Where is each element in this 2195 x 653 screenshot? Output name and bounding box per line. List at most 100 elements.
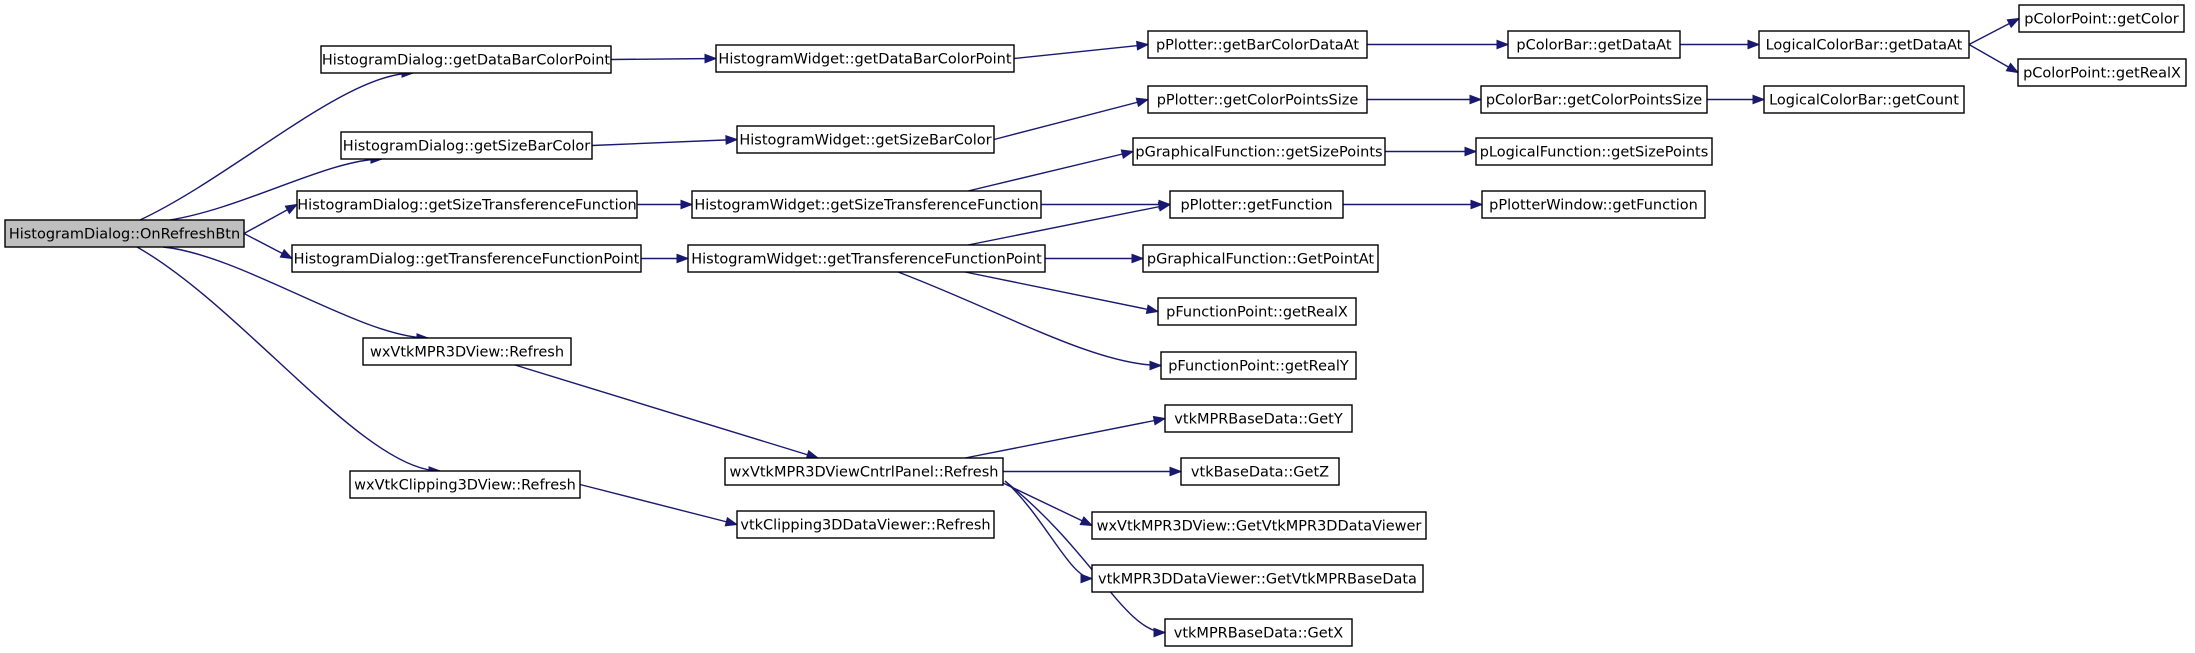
function-node[interactable]: HistogramDialog::getTransferenceFunction… bbox=[291, 244, 642, 273]
edge-line bbox=[162, 246, 429, 339]
node-box bbox=[349, 470, 581, 499]
node-label: pColorPoint::getRealX bbox=[2023, 66, 2181, 82]
edge-arrowhead bbox=[680, 199, 694, 210]
edge-arrowhead bbox=[704, 53, 718, 64]
function-node[interactable]: pColorBar::getDataAt bbox=[1507, 30, 1681, 59]
node-label: vtkMPRBaseData::GetX bbox=[1174, 626, 1344, 642]
function-node[interactable]: pFunctionPoint::getRealY bbox=[1160, 351, 1357, 380]
edge-line bbox=[1004, 480, 1093, 580]
node-box bbox=[687, 244, 1046, 273]
edge-line bbox=[1002, 482, 1093, 527]
node-label: HistogramDialog::getSizeTransferenceFunc… bbox=[297, 198, 636, 214]
function-node[interactable]: HistogramWidget::getSizeTransferenceFunc… bbox=[691, 190, 1042, 219]
edge-arrowhead bbox=[1752, 94, 1766, 105]
call-edge bbox=[1003, 466, 1183, 477]
node-label: pColorPoint::getColor bbox=[2024, 12, 2179, 28]
edge-arrowhead bbox=[1120, 149, 1135, 159]
node-box bbox=[1142, 244, 1379, 273]
call-edge bbox=[514, 364, 820, 460]
node-label: LogicalColorBar::getDataAt bbox=[1766, 38, 1963, 54]
function-node[interactable]: pGraphicalFunction::getSizePoints bbox=[1132, 137, 1386, 166]
edge-arrowhead bbox=[1496, 39, 1510, 50]
function-node[interactable]: pColorBar::getColorPointsSize bbox=[1480, 85, 1708, 114]
node-box bbox=[1180, 457, 1340, 486]
function-node[interactable]: wxVtkMPR3DView::Refresh bbox=[362, 337, 572, 366]
node-box bbox=[1763, 85, 1965, 114]
call-edge bbox=[1013, 40, 1150, 60]
root-node[interactable]: HistogramDialog::OnRefreshBtn bbox=[4, 219, 245, 248]
node-label: vtkMPRBaseData::GetY bbox=[1174, 412, 1343, 428]
call-edge bbox=[964, 415, 1167, 459]
function-node[interactable]: vtkMPR3DDataViewer::GetVtkMPRBaseData bbox=[1091, 564, 1424, 593]
function-node[interactable]: pColorPoint::getColor bbox=[2018, 4, 2185, 33]
node-box bbox=[2018, 4, 2185, 33]
node-label: pPlotter::getFunction bbox=[1180, 198, 1332, 214]
function-node[interactable]: pPlotter::getFunction bbox=[1169, 190, 1344, 219]
edge-arrowhead bbox=[1747, 39, 1761, 50]
edge-arrowhead bbox=[1079, 516, 1094, 527]
edge-arrowhead bbox=[1080, 573, 1094, 584]
edge-arrowhead bbox=[1136, 40, 1150, 51]
node-box bbox=[736, 125, 995, 154]
call-edge bbox=[1004, 480, 1167, 638]
function-node[interactable]: wxVtkMPR3DViewCntrlPanel::Refresh bbox=[724, 457, 1004, 486]
call-edge bbox=[1004, 480, 1094, 584]
function-node[interactable]: vtkMPRBaseData::GetX bbox=[1164, 618, 1353, 647]
node-label: vtkMPR3DDataViewer::GetVtkMPRBaseData bbox=[1098, 572, 1417, 588]
function-node[interactable]: pPlotterWindow::getFunction bbox=[1481, 190, 1706, 219]
node-box bbox=[724, 457, 1004, 486]
edge-arrowhead bbox=[1145, 304, 1160, 315]
function-node[interactable]: HistogramWidget::getSizeBarColor bbox=[736, 125, 995, 154]
call-edge bbox=[1041, 199, 1172, 210]
function-node[interactable]: pPlotter::getBarColorDataAt bbox=[1147, 30, 1368, 59]
node-label: LogicalColorBar::getCount bbox=[1769, 93, 1959, 109]
edge-arrowhead bbox=[1152, 415, 1167, 426]
node-label: pLogicalFunction::getSizePoints bbox=[1480, 145, 1709, 161]
function-node[interactable]: wxVtkClipping3DView::Refresh bbox=[349, 470, 581, 499]
node-box bbox=[291, 244, 642, 273]
node-label: wxVtkMPR3DViewCntrlPanel::Refresh bbox=[730, 465, 999, 481]
call-edge bbox=[993, 97, 1150, 141]
edge-line bbox=[169, 158, 383, 221]
function-node[interactable]: LogicalColorBar::getCount bbox=[1763, 85, 1965, 114]
call-edge bbox=[1968, 17, 2021, 46]
function-node[interactable]: HistogramWidget::getTransferenceFunction… bbox=[687, 244, 1046, 273]
node-box bbox=[1164, 404, 1353, 433]
edge-arrowhead bbox=[725, 135, 739, 145]
function-node[interactable]: pColorPoint::getRealX bbox=[2017, 58, 2187, 87]
function-node[interactable]: wxVtkMPR3DView::GetVtkMPR3DDataViewer bbox=[1091, 511, 1427, 540]
node-label: pFunctionPoint::getRealY bbox=[1168, 359, 1349, 375]
node-box bbox=[1475, 137, 1713, 166]
node-label: wxVtkMPR3DView::GetVtkMPR3DDataViewer bbox=[1097, 519, 1422, 535]
call-edge bbox=[1045, 253, 1145, 264]
function-node[interactable]: vtkClipping3DDataViewer::Refresh bbox=[736, 510, 995, 539]
function-node[interactable]: vtkBaseData::GetZ bbox=[1180, 457, 1340, 486]
function-node[interactable]: HistogramDialog::getSizeBarColor bbox=[340, 131, 593, 160]
call-edge bbox=[591, 135, 739, 147]
node-box bbox=[362, 337, 572, 366]
node-box bbox=[1091, 511, 1427, 540]
call-edge bbox=[1367, 39, 1510, 50]
function-node[interactable]: HistogramWidget::getDataBarColorPoint bbox=[715, 44, 1015, 73]
function-node[interactable]: HistogramDialog::getSizeTransferenceFunc… bbox=[296, 190, 638, 219]
function-node[interactable]: HistogramDialog::getDataBarColorPoint bbox=[320, 45, 612, 74]
node-label: pColorBar::getDataAt bbox=[1516, 38, 1671, 54]
function-node[interactable]: pPlotter::getColorPointsSize bbox=[1147, 85, 1368, 114]
node-box bbox=[1480, 85, 1708, 114]
edge-arrowhead bbox=[676, 253, 690, 264]
node-label: HistogramDialog::getTransferenceFunction… bbox=[294, 252, 640, 268]
function-node[interactable]: vtkMPRBaseData::GetY bbox=[1164, 404, 1353, 433]
node-box bbox=[1091, 564, 1424, 593]
edge-line bbox=[897, 271, 1162, 367]
node-label: HistogramWidget::getTransferenceFunction… bbox=[691, 252, 1042, 268]
function-node[interactable]: pLogicalFunction::getSizePoints bbox=[1475, 137, 1713, 166]
node-label: pGraphicalFunction::getSizePoints bbox=[1135, 145, 1382, 161]
function-node[interactable]: LogicalColorBar::getDataAt bbox=[1758, 30, 1970, 59]
node-box bbox=[2017, 58, 2187, 87]
function-node[interactable]: pGraphicalFunction::GetPointAt bbox=[1142, 244, 1379, 273]
node-label: pPlotter::getBarColorDataAt bbox=[1156, 38, 1359, 54]
edge-line bbox=[993, 98, 1149, 141]
function-node[interactable]: pFunctionPoint::getRealX bbox=[1157, 297, 1357, 326]
edge-arrowhead bbox=[1153, 627, 1167, 638]
